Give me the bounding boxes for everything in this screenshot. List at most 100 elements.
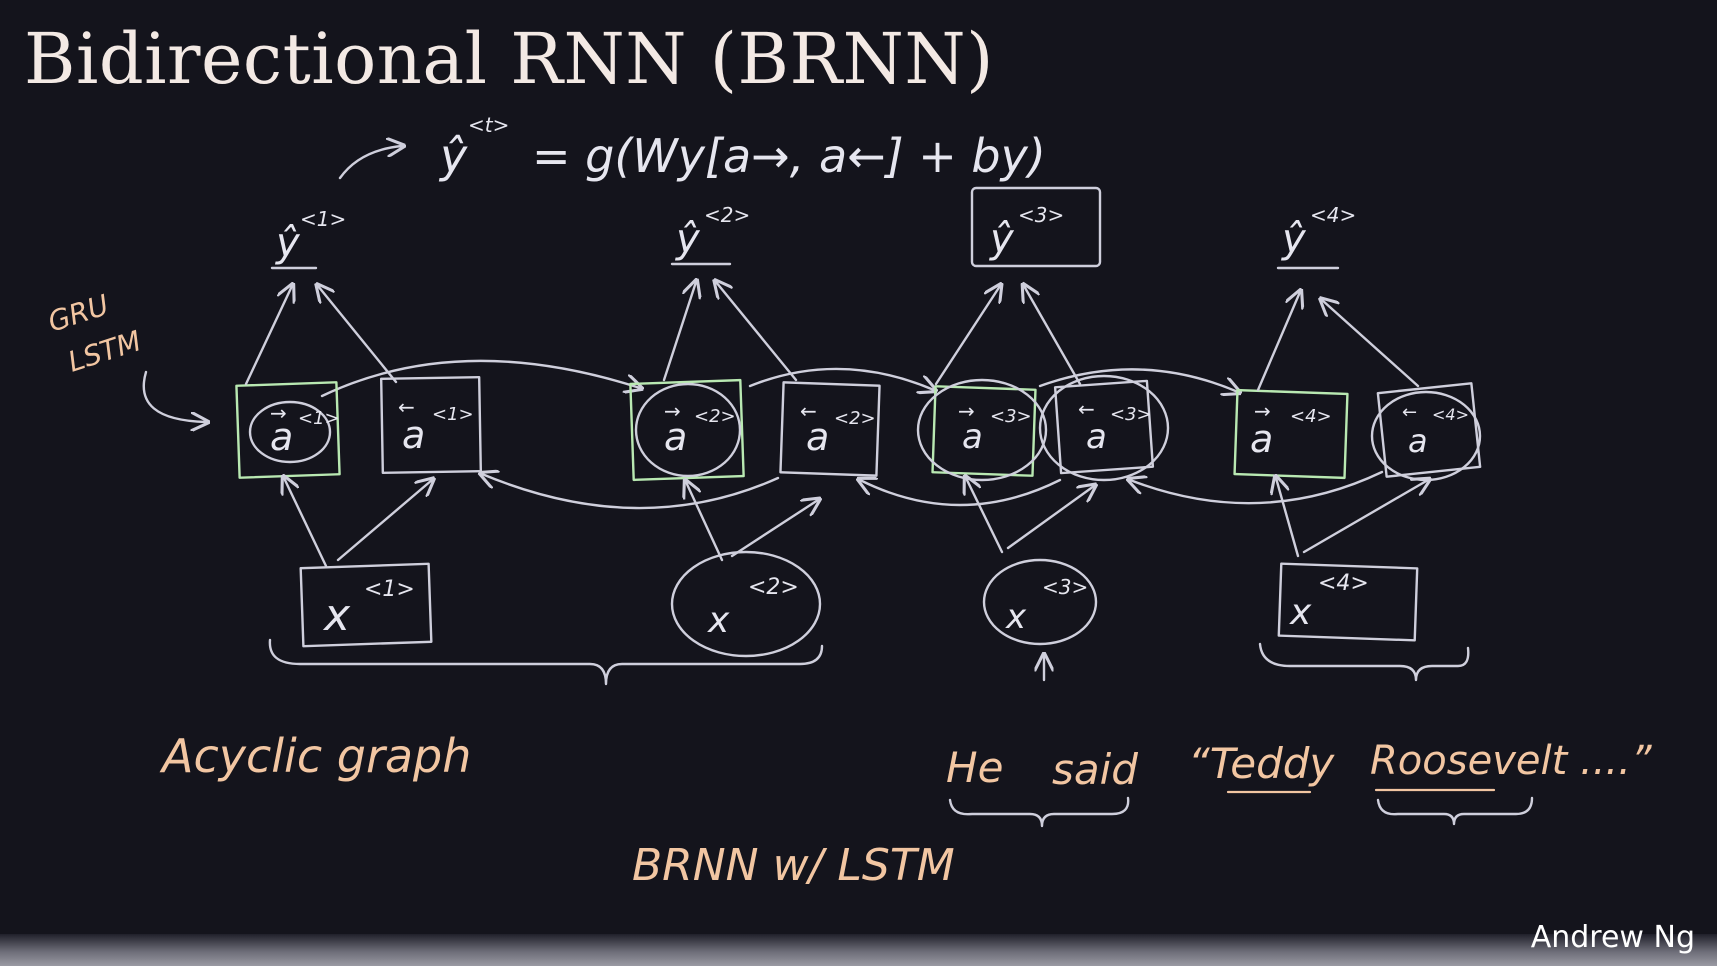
input-x1-sup: <1> xyxy=(364,577,415,602)
sentence-word-said: said xyxy=(1052,745,1138,794)
x2-to-b2 xyxy=(730,500,818,558)
output-y1: ŷ <1> xyxy=(270,207,346,270)
backward-cell-3 xyxy=(1053,379,1155,475)
cell-to-output-arrows xyxy=(244,282,1420,392)
slide-title: Bidirectional RNN (BRNN) xyxy=(24,18,994,100)
backward-recurrence xyxy=(482,470,1384,510)
output-y1-symbol: ŷ xyxy=(275,220,301,266)
backward-cell-1-arrow-icon: ← xyxy=(398,395,415,419)
x3-to-b3 xyxy=(1006,486,1094,550)
output-y4-sup: <4> xyxy=(1310,203,1356,227)
f4-to-y4 xyxy=(1256,292,1300,392)
brnn-lstm-note: BRNN w/ LSTM xyxy=(632,840,955,891)
backward-cell-2-arrow-icon: ← xyxy=(800,399,817,423)
timestep-4-cells: a <4> → a <4> ← xyxy=(1233,382,1482,482)
b3-to-y3 xyxy=(1024,286,1082,386)
brace-inputs-1-2 xyxy=(268,638,824,686)
cell-type-note: GRU LSTM xyxy=(44,288,206,422)
backward-cell-1 xyxy=(379,375,483,475)
x4-to-b4 xyxy=(1302,480,1428,554)
backward-cell-3-arrow-icon: ← xyxy=(1078,397,1095,421)
x1-to-f1 xyxy=(284,478,328,568)
backward-cell-4-arrow-icon: ← xyxy=(1402,402,1417,423)
input-x4: x <4> xyxy=(1277,562,1419,642)
forward-link-2-3 xyxy=(748,367,934,390)
backward-cell-2-sup: <2> xyxy=(834,408,876,429)
b2-to-y2 xyxy=(716,282,798,382)
author-credit: Andrew Ng xyxy=(1530,920,1695,955)
input-x2-symbol: x xyxy=(707,600,730,641)
forward-cell-3-symbol: a xyxy=(962,417,983,457)
output-y2: ŷ <2> xyxy=(670,203,750,266)
output-y3-highlight-box xyxy=(970,186,1102,268)
brace-input-4 xyxy=(1258,642,1470,682)
forward-cell-1-arrow-icon: → xyxy=(270,401,287,425)
input-x4-symbol: x xyxy=(1289,592,1312,633)
forward-cell-4-arrow-icon: → xyxy=(1254,399,1271,423)
note-gru: GRU xyxy=(44,288,113,338)
backward-cell-1-symbol: a xyxy=(402,413,425,457)
forward-cell-2-arrow-icon: → xyxy=(664,399,681,423)
backward-cell-3-sup: <3> xyxy=(1110,404,1152,425)
input-x3-ring xyxy=(982,558,1098,646)
f3-to-y3 xyxy=(934,286,1000,386)
input-x3: x <3> xyxy=(982,558,1098,682)
forward-cell-1-symbol: a xyxy=(270,415,293,459)
backward-cell-2 xyxy=(779,381,881,477)
output-y3: ŷ <3> xyxy=(970,186,1102,268)
forward-cell-3-sup: <3> xyxy=(990,406,1032,427)
note-lstm: LSTM xyxy=(64,324,145,378)
backward-cell-3-symbol: a xyxy=(1086,417,1107,457)
equation-lhs: ŷ xyxy=(438,129,468,183)
f1-to-y1 xyxy=(244,286,292,386)
b4-to-y4 xyxy=(1322,300,1420,388)
forward-link-3-4 xyxy=(1038,368,1238,392)
b1-to-y1 xyxy=(318,286,398,384)
backward-link-3-2 xyxy=(860,480,1062,507)
brace-he-said xyxy=(948,796,1130,828)
input-x1-symbol: x xyxy=(322,590,351,641)
forward-cell-4-symbol: a xyxy=(1250,417,1273,461)
timestep-1-cells: a <1> → a <1> ← xyxy=(235,375,483,479)
x4-to-f4 xyxy=(1276,478,1300,558)
backward-link-4-3 xyxy=(1130,470,1384,505)
output-y4-symbol: ŷ xyxy=(1281,216,1307,262)
example-sentence: He said “Teddy Roosevelt ....” xyxy=(946,738,1652,828)
backward-cell-4-sup: <4> xyxy=(1432,405,1469,424)
input-to-cell-arrows xyxy=(284,478,1428,568)
brnn-diagram: ŷ <t> = g(Wy[a→, a←] + by) ŷ <1> ŷ <2> ŷ… xyxy=(44,113,1652,891)
backward-cell-4 xyxy=(1376,382,1482,478)
forward-cell-4 xyxy=(1233,388,1349,480)
output-equation: ŷ <t> = g(Wy[a→, a←] + by) xyxy=(338,113,1046,183)
f2-to-y2 xyxy=(662,282,696,382)
footer-band xyxy=(0,934,1717,966)
backward-cell-3-ring xyxy=(1038,374,1170,482)
output-y4: ŷ <4> xyxy=(1276,203,1356,270)
input-x4-sup: <4> xyxy=(1318,571,1369,596)
forward-cell-1-sup: <1> xyxy=(298,408,340,429)
sentence-word-teddy: “Teddy xyxy=(1188,739,1335,788)
output-y2-sup: <2> xyxy=(704,203,750,227)
timestep-3-cells: a <3> → a <3> ← xyxy=(916,374,1170,482)
backward-cell-1-sup: <1> xyxy=(432,404,474,425)
forward-cell-2-symbol: a xyxy=(664,415,687,459)
input-x2-ring xyxy=(670,550,822,658)
timestep-2-cells: a <2> → a <2> ← xyxy=(629,378,881,482)
forward-cell-3 xyxy=(931,385,1037,477)
input-x1-box xyxy=(299,562,433,648)
equation-rhs: = g(Wy[a→, a←] + by) xyxy=(532,129,1046,183)
x1-to-b1 xyxy=(336,480,432,562)
acyclic-graph-note: Acyclic graph xyxy=(159,729,471,783)
forward-cell-2-sup: <2> xyxy=(694,406,736,427)
brace-roosevelt xyxy=(1376,796,1534,826)
input-x3-symbol: x xyxy=(1005,597,1027,637)
forward-cell-2-ring xyxy=(634,382,742,478)
forward-cell-3-arrow-icon: → xyxy=(958,399,975,423)
note-arrow xyxy=(142,370,206,422)
input-x1: x <1> xyxy=(299,562,433,648)
x3-to-f3 xyxy=(966,478,1004,554)
equation-pointer-arrow xyxy=(338,146,402,180)
forward-cell-4-sup: <4> xyxy=(1290,406,1332,427)
forward-cell-3-ring xyxy=(916,378,1048,482)
